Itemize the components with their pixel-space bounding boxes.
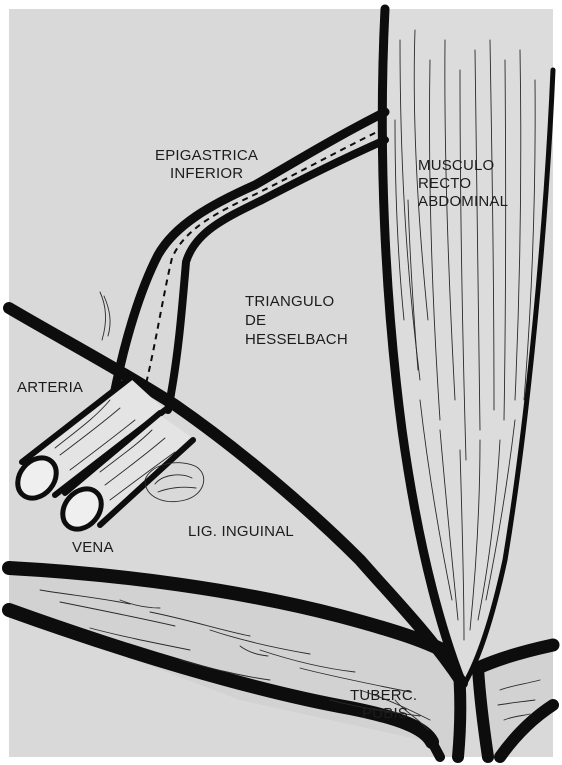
label-arteria: ARTERIA [17,379,83,396]
label-tuberc: TUBERC. [350,687,417,704]
label-lig-inguinal: LIG. INGUINAL [188,523,294,540]
label-pubis: PUBIS [362,705,408,722]
label-de: DE [245,312,266,329]
label-epigastrica: EPIGASTRICA [155,147,258,164]
label-vena: VENA [72,539,114,556]
label-musculo: MUSCULO [418,157,494,174]
label-abdominal: ABDOMINAL [418,193,508,210]
label-triangulo: TRIANGULO [245,293,334,310]
label-hesselbach: HESSELBACH [245,331,348,348]
label-recto: RECTO [418,175,471,192]
label-inferior: INFERIOR [170,165,243,182]
